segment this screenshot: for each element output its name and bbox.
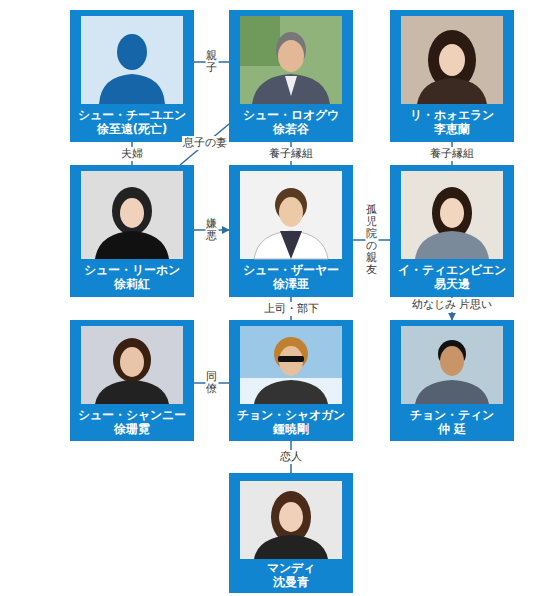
name-chinese: 徐澤亜 xyxy=(229,277,353,291)
character-box: シュー・シャンニー徐珊霓 xyxy=(70,320,194,441)
name-chinese: 徐珊霓 xyxy=(70,422,194,436)
relation-label: 親子 xyxy=(205,49,218,75)
name-reading: チョン・ティン xyxy=(390,408,514,422)
character-box: シュー・ザーヤー徐澤亜 xyxy=(229,165,353,297)
character-box: イ・ティエンビエン易天邊 xyxy=(390,165,514,297)
relation-label: 恋人 xyxy=(279,450,303,464)
name-chinese: 李恵蘭 xyxy=(390,122,514,136)
character-box: チョン・シャオガン鍾暁剛 xyxy=(229,320,353,441)
name-reading: リ・ホォエラン xyxy=(390,108,514,122)
name-chinese: 鍾暁剛 xyxy=(229,422,353,436)
name-reading: シュー・リーホン xyxy=(70,263,194,277)
relation-label: 幼なじみ 片思い xyxy=(411,298,494,312)
relation-label: 嫌悪 xyxy=(205,217,218,243)
name-chinese: 沈曼青 xyxy=(229,575,353,589)
name-reading: シュー・ザーヤー xyxy=(229,263,353,277)
name-reading: マンディ xyxy=(229,561,353,575)
relation-label: 上司・部下 xyxy=(263,302,320,316)
relation-label: 息子の妻 xyxy=(182,136,228,150)
relation-label: 養子縁組 xyxy=(429,147,475,161)
relation-label: 夫婦 xyxy=(120,147,144,161)
relation-label: 養子縁組 xyxy=(268,147,314,161)
name-reading: シュー・チーユエン xyxy=(70,108,194,122)
character-box: マンディ沈曼青 xyxy=(229,473,353,593)
name-chinese: 仲 廷 xyxy=(390,422,514,436)
character-box: チョン・ティン仲 廷 xyxy=(390,320,514,441)
name-chinese: 易天邊 xyxy=(390,277,514,291)
name-reading: イ・ティエンビエン xyxy=(390,263,514,277)
character-box: シュー・チーユエン徐至遠(死亡) xyxy=(70,10,194,142)
name-reading: シュー・ロオグウ xyxy=(229,108,353,122)
name-reading: シュー・シャンニー xyxy=(70,408,194,422)
name-chinese: 徐至遠(死亡) xyxy=(70,122,194,136)
name-chinese: 徐莉紅 xyxy=(70,277,194,291)
relation-label: 孤児院の親友 xyxy=(365,203,378,278)
name-chinese: 徐若谷 xyxy=(229,122,353,136)
character-box: シュー・ロオグウ徐若谷 xyxy=(229,10,353,142)
character-box: シュー・リーホン徐莉紅 xyxy=(70,165,194,297)
relation-label: 同僚 xyxy=(205,370,218,396)
name-reading: チョン・シャオガン xyxy=(229,408,353,422)
character-box: リ・ホォエラン李恵蘭 xyxy=(390,10,514,142)
